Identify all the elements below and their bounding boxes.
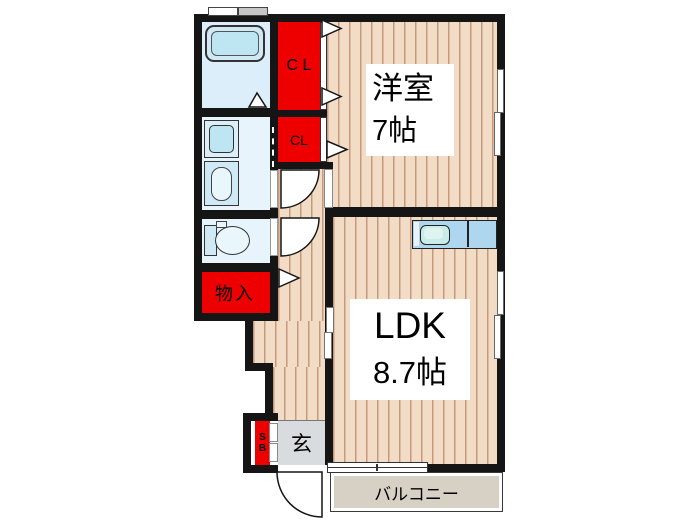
front-doorway bbox=[278, 465, 322, 473]
closet-upper-door-mark-bottom bbox=[321, 86, 343, 107]
wall-closet-lower-bottom bbox=[278, 162, 333, 169]
balcony-door-latch bbox=[376, 464, 378, 471]
shoe-box: S B bbox=[255, 421, 270, 465]
kitchen-counter-divider bbox=[467, 221, 469, 247]
ldk-name: LDK bbox=[374, 305, 446, 346]
ldk-sliding-door-lower bbox=[324, 332, 332, 359]
front-door-swing bbox=[276, 471, 323, 518]
balcony-label: バルコニー bbox=[374, 484, 459, 504]
wall-top bbox=[194, 14, 505, 22]
wall-step2-vertical bbox=[265, 363, 273, 421]
closet-lower-label: CL bbox=[290, 131, 308, 148]
toilet-doorway bbox=[270, 218, 278, 256]
bathtub bbox=[205, 25, 265, 62]
closet-upper: C L bbox=[278, 22, 320, 110]
storage-door-mark bbox=[278, 267, 301, 289]
western-room-name: 洋室 bbox=[372, 71, 434, 106]
shoe-box-label-b: B bbox=[258, 443, 267, 454]
closet-lower-door-mark bbox=[326, 139, 349, 160]
western-room-label-box: 洋室 7帖 bbox=[366, 64, 454, 156]
washing-machine-pan bbox=[204, 120, 239, 158]
closet-upper-door-mark-top bbox=[321, 18, 343, 39]
wall-ldk-bottom bbox=[428, 464, 505, 472]
washroom-doorway bbox=[270, 170, 278, 208]
wall-storage-bottom bbox=[194, 313, 278, 321]
balcony: バルコニー bbox=[330, 472, 503, 512]
wall-entrance-top bbox=[243, 413, 278, 421]
storage-label: 物入 bbox=[215, 283, 255, 304]
western-room-size: 7帖 bbox=[372, 115, 418, 147]
wall-washroom-toilet bbox=[194, 210, 278, 219]
storage-box: 物入 bbox=[200, 272, 270, 313]
washroom-wall-hatch bbox=[272, 127, 275, 167]
ldk-size: 8.7帖 bbox=[372, 355, 448, 390]
vanity-sink bbox=[204, 161, 239, 206]
closet-upper-label: C L bbox=[286, 57, 312, 74]
bathroom-door-mark bbox=[247, 91, 268, 108]
shoe-box-label-s: S bbox=[259, 432, 266, 443]
wall-closet-divider bbox=[278, 110, 327, 117]
toilet-flush-handle bbox=[216, 221, 227, 228]
kitchen-sink-inner bbox=[424, 228, 443, 239]
balcony-sliding-door bbox=[327, 462, 428, 473]
washing-machine-inner bbox=[209, 125, 234, 153]
western-room-window-sash-lower bbox=[494, 112, 501, 156]
toilet-door-swing bbox=[280, 217, 320, 257]
wall-entrance-bottom bbox=[243, 465, 278, 473]
bathroom-window-sash-left bbox=[208, 7, 238, 16]
toilet-bowl bbox=[215, 226, 250, 255]
wall-step1-horizontal bbox=[245, 363, 273, 371]
ldk-label-box: LDK 8.7帖 bbox=[350, 299, 470, 400]
kitchen-counter bbox=[412, 220, 497, 249]
bathtub-inner bbox=[211, 31, 259, 56]
shoe-box-door-upper bbox=[269, 423, 278, 442]
ldk-window-sash-lower bbox=[494, 315, 501, 359]
wall-entrance-left bbox=[243, 413, 251, 473]
washroom-door-swing bbox=[280, 169, 320, 209]
kitchen-sink bbox=[420, 225, 450, 245]
wall-toilet-storage bbox=[194, 263, 278, 272]
wall-right bbox=[497, 14, 505, 472]
entrance-step-line bbox=[278, 420, 325, 421]
closet-lower-door bbox=[320, 117, 327, 162]
wall-step1-vertical bbox=[245, 313, 253, 371]
hallway-floor-mid bbox=[253, 321, 325, 367]
bathroom-window-sash-right bbox=[238, 7, 268, 16]
western-room-doorway bbox=[324, 169, 333, 208]
hallway-floor-lower bbox=[273, 367, 325, 421]
wall-left bbox=[194, 14, 202, 321]
vanity-basin bbox=[211, 167, 232, 201]
closet-lower: CL bbox=[278, 117, 320, 162]
kitchen-counter-edge bbox=[414, 222, 419, 246]
entrance-label: 玄 bbox=[291, 433, 312, 456]
ldk-window-sash-upper bbox=[497, 271, 504, 315]
wall-bath-washroom bbox=[194, 108, 278, 117]
wall-room-divider bbox=[325, 207, 505, 217]
entrance-area: 玄 bbox=[278, 421, 325, 465]
shoe-box-door-lower bbox=[269, 443, 278, 462]
